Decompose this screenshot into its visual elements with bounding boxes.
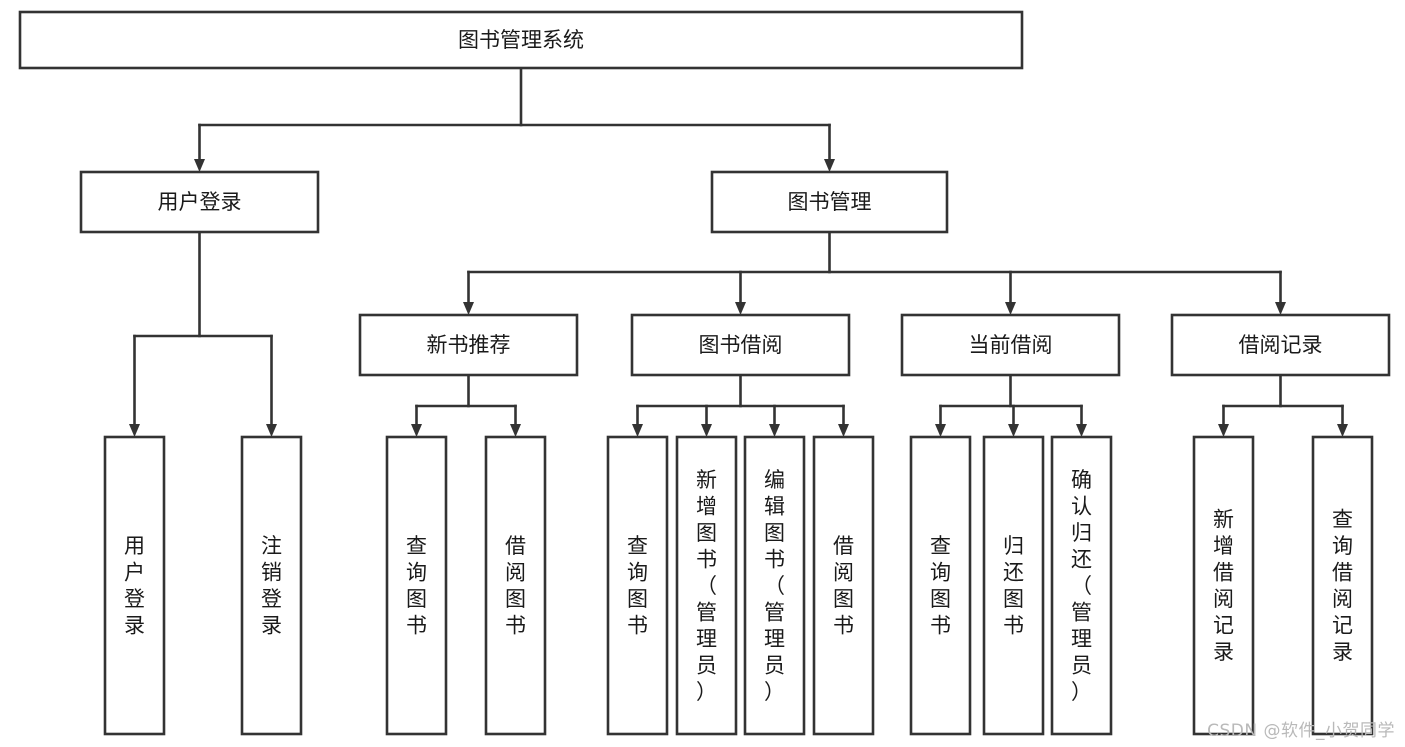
- node-box: [812, 435, 875, 736]
- node-box: [79, 170, 320, 234]
- node-newbook[interactable]: 新书推荐: [358, 313, 579, 377]
- node-box: [240, 435, 303, 736]
- node-label: 新书推荐: [427, 333, 511, 357]
- node-label: 归还图书: [1003, 534, 1024, 638]
- node-leaf-query-book-3[interactable]: 查询图书: [909, 435, 972, 736]
- node-leaf-logout[interactable]: 注销登录: [240, 435, 303, 736]
- node-leaf-return-book[interactable]: 归还图书: [982, 435, 1045, 736]
- node-leaf-confirm-return[interactable]: 确认归还（管理员）: [1050, 435, 1113, 736]
- arrow-head-icon: [1076, 424, 1087, 437]
- node-leaf-query-record[interactable]: 查询借阅记录: [1311, 435, 1374, 736]
- arrow-head-icon: [735, 302, 746, 315]
- node-box: [630, 313, 851, 377]
- arrow-head-icon: [1218, 424, 1229, 437]
- node-label: 查询图书: [930, 534, 951, 638]
- node-box: [1170, 313, 1391, 377]
- node-box: [1050, 435, 1113, 736]
- node-box: [103, 435, 166, 736]
- node-label: 查询图书: [627, 534, 648, 638]
- node-box: [1192, 435, 1255, 736]
- node-bookmgmt[interactable]: 图书管理: [710, 170, 949, 234]
- node-leaf-borrow-book-2[interactable]: 借阅图书: [812, 435, 875, 736]
- node-label: 图书借阅: [699, 333, 783, 357]
- node-label: 借阅图书: [833, 534, 854, 638]
- node-label: 新增借阅记录: [1213, 508, 1234, 665]
- node-label: 新增图书（管理员）: [696, 468, 717, 704]
- node-login[interactable]: 用户登录: [79, 170, 320, 234]
- node-label: 借阅图书: [505, 534, 526, 638]
- node-box: [900, 313, 1121, 377]
- arrow-head-icon: [129, 424, 140, 437]
- node-label: 图书管理系统: [458, 28, 584, 52]
- node-leaf-add-book[interactable]: 新增图书（管理员）: [675, 435, 738, 736]
- arrow-head-icon: [1008, 424, 1019, 437]
- arrow-head-icon: [701, 424, 712, 437]
- arrow-head-icon: [194, 159, 205, 172]
- node-leaf-add-record[interactable]: 新增借阅记录: [1192, 435, 1255, 736]
- arrow-head-icon: [411, 424, 422, 437]
- node-box: [743, 435, 806, 736]
- node-label: 用户登录: [124, 534, 145, 638]
- arrow-head-icon: [632, 424, 643, 437]
- node-label: 查询图书: [406, 534, 427, 638]
- arrow-head-icon: [769, 424, 780, 437]
- node-box: [982, 435, 1045, 736]
- arrow-head-icon: [838, 424, 849, 437]
- node-records[interactable]: 借阅记录: [1170, 313, 1391, 377]
- node-label: 当前借阅: [969, 333, 1053, 357]
- node-leaf-borrow-book-1[interactable]: 借阅图书: [484, 435, 547, 736]
- node-box: [675, 435, 738, 736]
- node-label: 注销登录: [261, 534, 282, 638]
- node-leaf-query-book-2[interactable]: 查询图书: [606, 435, 669, 736]
- node-label: 借阅记录: [1239, 333, 1323, 357]
- arrow-head-icon: [935, 424, 946, 437]
- node-root[interactable]: 图书管理系统: [18, 10, 1024, 70]
- node-label: 编辑图书（管理员）: [764, 468, 785, 704]
- arrow-head-icon: [463, 302, 474, 315]
- arrow-head-icon: [1275, 302, 1286, 315]
- node-borrow[interactable]: 图书借阅: [630, 313, 851, 377]
- node-box: [358, 313, 579, 377]
- arrow-head-icon: [824, 159, 835, 172]
- node-label: 用户登录: [158, 190, 242, 214]
- node-box: [385, 435, 448, 736]
- node-box: [1311, 435, 1374, 736]
- node-label: 图书管理: [788, 190, 872, 214]
- node-current[interactable]: 当前借阅: [900, 313, 1121, 377]
- node-box: [484, 435, 547, 736]
- node-leaf-edit-book[interactable]: 编辑图书（管理员）: [743, 435, 806, 736]
- watermark-label: CSDN @软件_小贺同学: [1207, 721, 1395, 741]
- arrow-head-icon: [1337, 424, 1348, 437]
- arrow-head-icon: [266, 424, 277, 437]
- node-box: [909, 435, 972, 736]
- node-label: 确认归还（管理员）: [1071, 468, 1092, 704]
- node-leaf-user-login[interactable]: 用户登录: [103, 435, 166, 736]
- arrow-head-icon: [1005, 302, 1016, 315]
- node-leaf-query-book-1[interactable]: 查询图书: [385, 435, 448, 736]
- node-label: 查询借阅记录: [1332, 508, 1353, 665]
- node-box: [18, 10, 1024, 70]
- arrow-head-icon: [510, 424, 521, 437]
- node-box: [606, 435, 669, 736]
- node-box: [710, 170, 949, 234]
